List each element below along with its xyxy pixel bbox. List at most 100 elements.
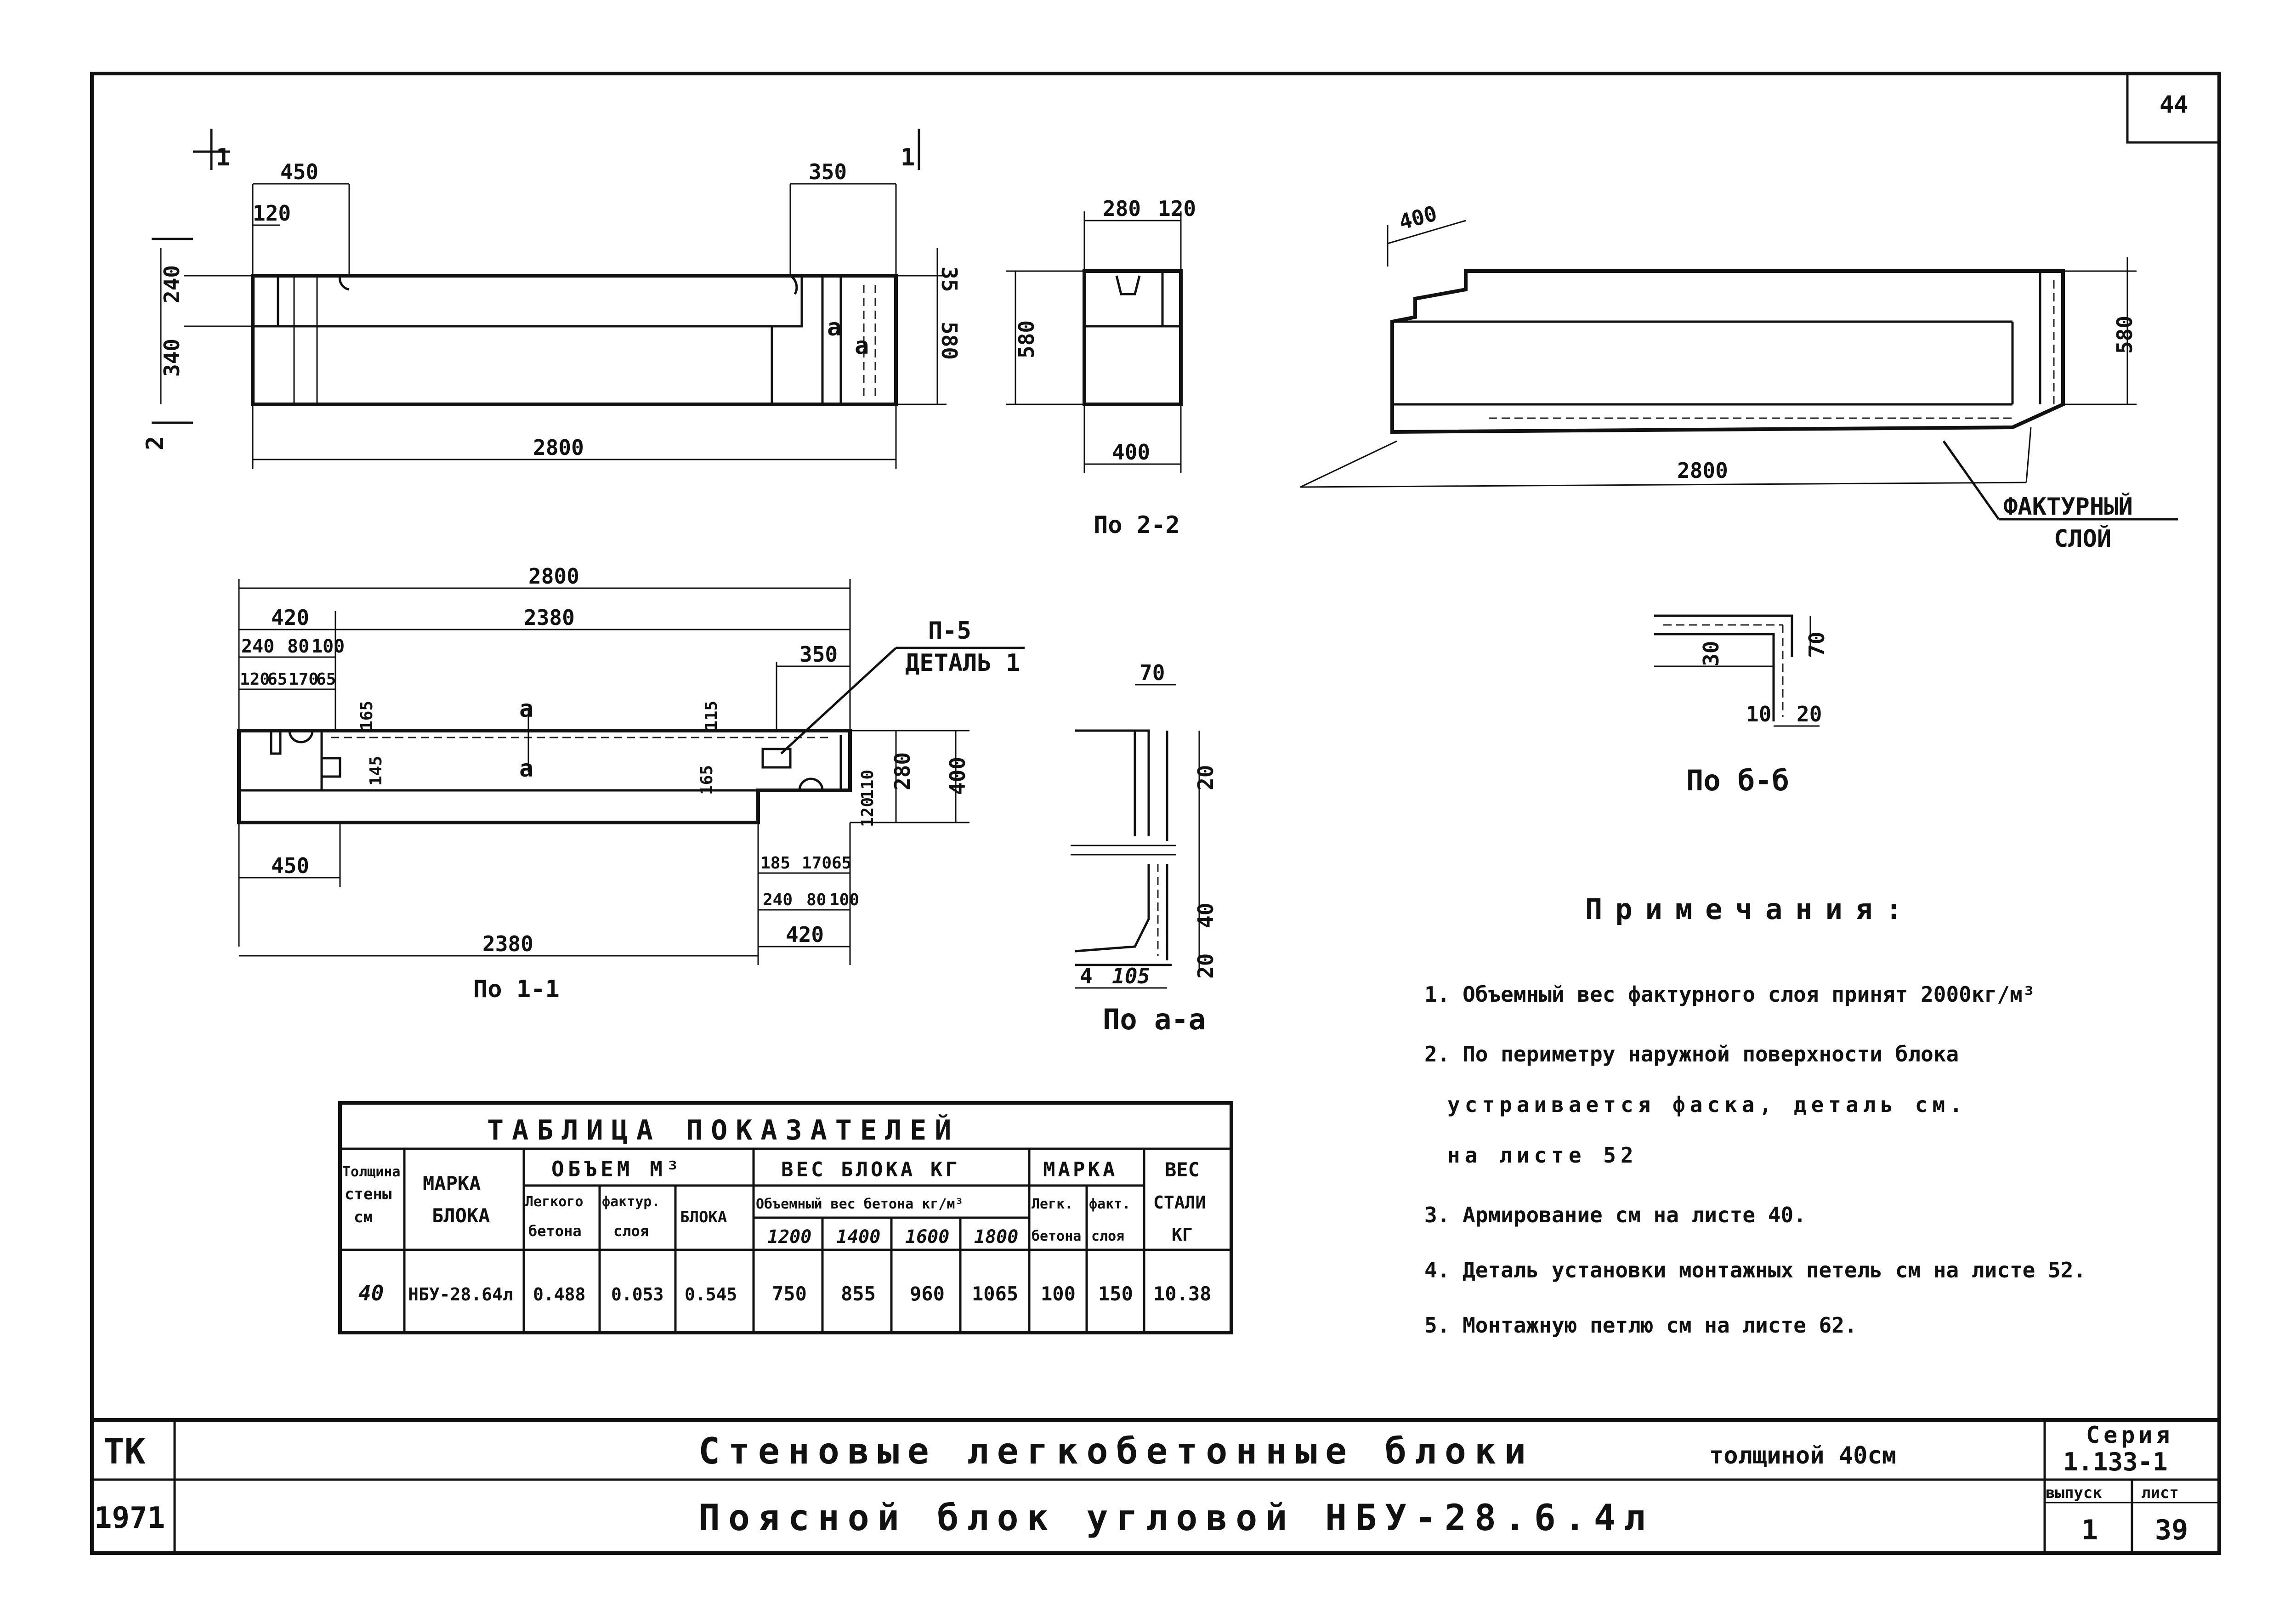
note-5: 5. Монтажную петлю см на листе 62. — [1424, 1313, 1857, 1338]
block-isometric: 400 580 2800 ФАКТУРНЫЙ СЛОЙ — [1300, 201, 2178, 553]
issue-value: 1 — [2081, 1514, 2098, 1546]
th-w1200: 1200 — [767, 1226, 811, 1248]
note-2-cont: устраивается фаска, деталь см. — [1447, 1092, 1967, 1117]
dim-40: 40 — [1193, 903, 1218, 928]
detail-p5-label: П-5 — [928, 617, 971, 645]
dim-ext — [2025, 427, 2032, 483]
dim-280: 280 — [1103, 196, 1141, 221]
dim-line — [1387, 220, 1466, 244]
dim-line — [1300, 482, 2027, 488]
td-vol-block: 0.545 — [685, 1284, 737, 1305]
dim-120: 120 — [253, 201, 291, 226]
th-thickness: стены — [345, 1185, 391, 1203]
th-vol-fact: фактур. — [602, 1194, 660, 1210]
td-w1400: 855 — [841, 1282, 876, 1305]
dim-ext — [1300, 440, 1397, 488]
th-grade-fact: факт. — [1089, 1196, 1130, 1212]
dim-450: 450 — [271, 853, 309, 878]
dim-2800: 2800 — [1677, 458, 1728, 483]
td-w1200: 750 — [772, 1282, 807, 1305]
dim-10: 10 — [1746, 702, 1771, 726]
block-elevation: a a 450 350 120 2800 35 580 240 340 1 1 … — [142, 129, 962, 469]
block-plan: a a 2800 420 2380 240 80 100 120 65 170 … — [237, 564, 1025, 1003]
elevation-outline — [251, 274, 898, 406]
th-vol-block: БЛОКА — [680, 1208, 727, 1226]
section-mark-a: a — [855, 332, 869, 360]
section-mark-a: a — [519, 755, 533, 783]
td-grade-fact: 150 — [1098, 1282, 1133, 1305]
th-steel: СТАЛИ — [1153, 1192, 1206, 1213]
plan-loop-slot — [270, 729, 282, 755]
dim-65: 65 — [832, 854, 851, 873]
th-steel: ВЕС — [1165, 1158, 1200, 1181]
section-bb-outline — [1654, 614, 1793, 657]
dim-170: 170 — [802, 854, 832, 873]
table-title: ТАБЛИЦА ПОКАЗАТЕЛЕЙ — [487, 1113, 959, 1146]
section-mark-1-left: 1 — [216, 144, 230, 171]
plan-groove — [798, 777, 824, 791]
dim-240: 240 — [159, 265, 184, 303]
dim-2800: 2800 — [528, 564, 579, 589]
th-thickness: см — [354, 1208, 373, 1226]
th-thickness: Толщина — [342, 1164, 400, 1180]
section-bb-outline — [1654, 633, 1775, 721]
plan-groove — [288, 730, 314, 743]
th-steel: КГ — [1172, 1225, 1193, 1245]
page-number-box — [2126, 74, 2219, 144]
th-mark: МАРКА — [423, 1172, 481, 1195]
note-4: 4. Деталь установки монтажных петель см … — [1424, 1258, 2086, 1282]
dim-70: 70 — [1804, 632, 1829, 657]
section-mark-a: a — [827, 314, 841, 341]
dim-350: 350 — [809, 159, 847, 184]
section-aa: 70 20 40 20 4 105 По а-а — [1071, 660, 1218, 1036]
section-aa-caption: По а-а — [1103, 1003, 1206, 1036]
sheet-value: 39 — [2155, 1514, 2188, 1546]
plan-caption: По 1-1 — [473, 976, 560, 1003]
th-weight: ВЕС БЛОКА КГ — [781, 1158, 960, 1181]
td-mark: НБУ-28.64л — [408, 1284, 513, 1305]
drawing-title-1b: толщиной 40см — [1709, 1442, 1896, 1469]
dim-420: 420 — [786, 922, 824, 947]
indicators-table: ТАБЛИЦА ПОКАЗАТЕЛЕЙ Толщина стены см МАР… — [338, 1101, 1233, 1334]
dim-65: 65 — [316, 670, 336, 689]
leader-facing-layer — [1942, 440, 2000, 520]
section-mark-a: a — [519, 695, 533, 723]
th-volume: ОБЪЕМ М³ — [551, 1157, 683, 1181]
dim-400: 400 — [1112, 440, 1150, 465]
td-vol-light: 0.488 — [533, 1284, 585, 1305]
section-2-2-groove — [1115, 275, 1141, 295]
th-grade-fact: слоя — [1091, 1228, 1124, 1244]
page-number: 44 — [2160, 91, 2188, 119]
dim-20: 20 — [1193, 953, 1218, 979]
table-frame — [338, 1101, 1233, 1334]
th-grade-light: бетона — [1032, 1228, 1081, 1244]
section-aa-outline — [1075, 729, 1150, 836]
dim-280: 280 — [890, 752, 915, 790]
th-mark: БЛОКА — [432, 1204, 490, 1227]
title-block: ТК 1971 Стеновые легкобетонные блоки тол… — [92, 1418, 2219, 1553]
dim-20: 20 — [1193, 765, 1218, 790]
note-3: 3. Армирование см на листе 40. — [1424, 1203, 1806, 1227]
section-mark-2: 2 — [142, 436, 169, 450]
dim-100: 100 — [829, 891, 859, 909]
dim-165: 165 — [697, 765, 716, 795]
lifting-loop-mark — [789, 274, 798, 295]
series-value: 1.133-1 — [2063, 1447, 2168, 1476]
dim-240: 240 — [763, 891, 793, 909]
th-w1800: 1800 — [974, 1226, 1018, 1248]
section-bb-caption: По б-б — [1686, 764, 1789, 797]
plan-loop — [761, 748, 792, 769]
detail-leader — [780, 647, 897, 755]
dim-4: 4 — [1080, 964, 1093, 988]
dim-165: 165 — [357, 701, 376, 731]
dim-35: 35 — [937, 267, 962, 292]
dim-240: 240 — [241, 636, 274, 657]
section-mark-1-right: 1 — [901, 144, 915, 171]
isometric-outline — [1390, 269, 2065, 434]
section-2-2-caption: По 2-2 — [1094, 511, 1180, 539]
dim-450: 450 — [280, 159, 318, 184]
dim-170: 170 — [289, 670, 318, 689]
th-grade-light: Легк. — [1032, 1196, 1073, 1212]
drawing-title-1: Стеновые легкобетонные блоки — [698, 1431, 1534, 1472]
